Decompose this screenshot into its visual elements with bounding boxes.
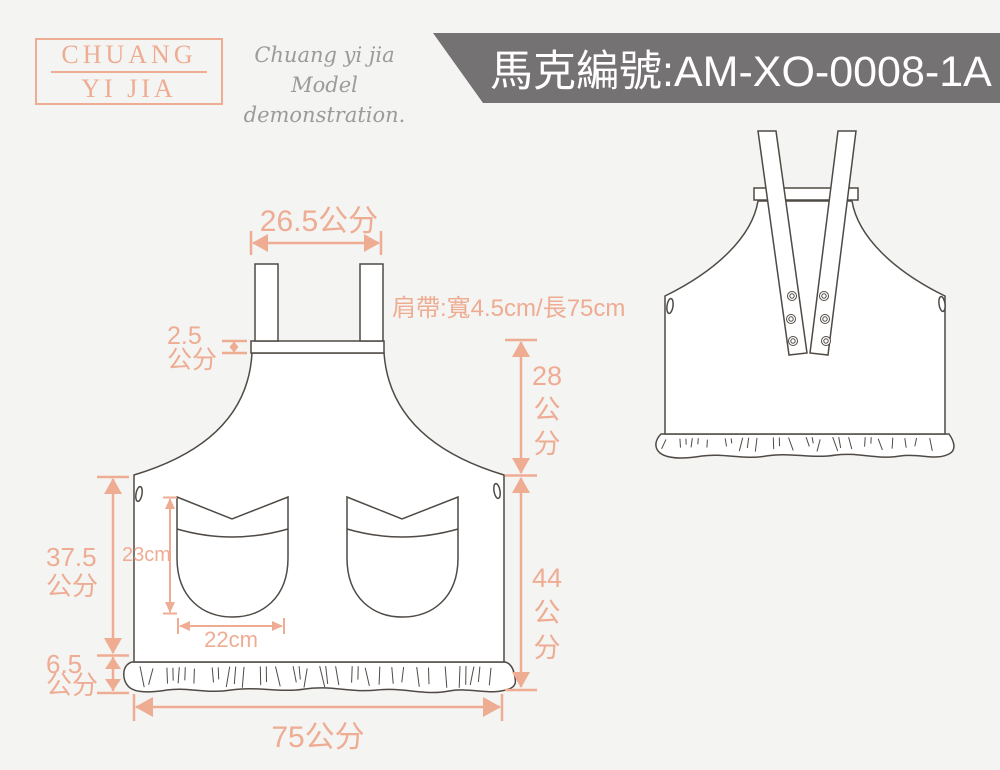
dim-label-strap-span: 26.5公分 <box>259 205 379 238</box>
snap-buttons <box>786 291 831 346</box>
logo-line-1: CHUANG <box>61 39 197 69</box>
brand-logo: CHUANG YI JIA <box>35 38 223 105</box>
front-ruffle-hatches <box>139 665 492 688</box>
script-line-2: Model demonstration. <box>243 73 406 127</box>
back-view-drawing <box>655 130 955 459</box>
back-eyelet-left <box>666 297 674 315</box>
logo-divider <box>51 70 207 73</box>
back-ruffle <box>655 433 955 459</box>
front-strap-right <box>359 263 384 342</box>
brand-script-subtitle: Chuang yi jia Model demonstration. <box>232 40 417 130</box>
dim-label-pocket-width: 22cm <box>204 627 258 652</box>
back-eyelet-right <box>938 295 946 313</box>
dim-label-band-height: 2.5 公分 <box>167 322 218 374</box>
back-ruffle-hatches <box>661 436 933 452</box>
front-neck-band <box>250 340 385 354</box>
pocket-left <box>176 495 289 618</box>
dim-label-hem-height: 6.5 公分 <box>46 649 99 700</box>
product-code-text: 馬克編號:AM-XO-0008-1A <box>490 48 992 96</box>
dim-label-upper-right: 28 公 分 <box>531 361 563 459</box>
logo-line-2: YI JIA <box>81 73 177 103</box>
pocket-right <box>346 495 459 618</box>
back-body <box>664 200 946 435</box>
front-strap-left <box>254 263 279 342</box>
front-view-drawing <box>123 263 517 694</box>
dim-label-pocket-height: 23cm <box>122 544 171 566</box>
dim-label-upper-left: 37.5 公分 <box>46 542 99 601</box>
product-code-banner: 馬克編號:AM-XO-0008-1A <box>433 33 1000 103</box>
dim-label-bottom-width: 75公分 <box>271 721 365 754</box>
dim-label-shoulder-strap: 肩帶:寬4.5cm/長75cm <box>392 295 626 322</box>
dimension-arrows <box>97 231 537 721</box>
front-eyelet-right <box>493 482 501 500</box>
dim-label-lower-right: 44 公 分 <box>531 563 563 663</box>
script-line-1: Chuang yi jia <box>254 43 395 67</box>
front-eyelet-left <box>135 485 143 503</box>
